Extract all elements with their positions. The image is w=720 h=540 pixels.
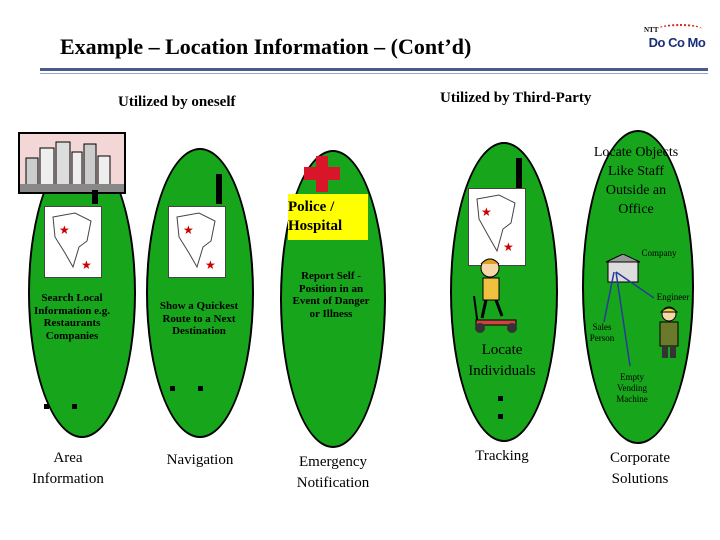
oval-area-information [28, 148, 136, 438]
child-on-scooter-icon [473, 258, 517, 333]
map-image: ★ ★ [44, 206, 102, 278]
label-vending-machine: Empty Vending Machine [616, 372, 648, 404]
engineer-image [652, 304, 686, 360]
connector [216, 174, 222, 204]
map-icon: ★ ★ [476, 194, 516, 254]
docomo-logo: NTT Do Co Mo [640, 20, 714, 64]
company-building-image [604, 253, 644, 284]
svg-text:★: ★ [81, 258, 92, 272]
red-cross-icon-bar [304, 167, 340, 180]
desc-area: Search Local Information e.g. Restaurant… [33, 292, 111, 342]
title-rule [40, 68, 708, 71]
city-skyline-image [18, 132, 126, 194]
desc-emergency: Report Self -Position in an Event of Dan… [292, 270, 370, 320]
ellipsis-dot [44, 404, 49, 409]
svg-text:★: ★ [59, 223, 70, 237]
label-tracking: Tracking [475, 448, 529, 464]
svg-text:★: ★ [481, 205, 492, 219]
svg-text:★: ★ [205, 258, 216, 272]
ellipsis-dot [198, 386, 203, 391]
police-hospital-tag: Police / Hospital [288, 194, 368, 240]
ellipsis-dot [72, 404, 77, 409]
label-sales-person: Sales Person [589, 322, 615, 343]
map-image: ★ ★ [168, 206, 226, 278]
ellipsis-dot [498, 414, 503, 419]
connector [92, 190, 98, 204]
child-scooter-image [466, 256, 530, 336]
logo-arc [658, 24, 702, 34]
building-icon [605, 253, 641, 283]
label-company: Company [641, 248, 677, 258]
logo-ntt: NTT [644, 26, 659, 34]
header-third-party: Utilized by Third-Party [440, 90, 592, 106]
label-engineer: Engineer [656, 292, 690, 302]
desc-corporate: Locate Objects Like Staff Outside an Off… [593, 145, 679, 217]
svg-text:★: ★ [503, 240, 514, 254]
desc-tracking: Locate Individuals [468, 342, 536, 379]
desc-navigation: Show a Quickest Route to a Next Destinat… [159, 300, 239, 338]
svg-text:★: ★ [183, 223, 194, 237]
label-corporate-solutions: Corporate Solutions [610, 450, 670, 487]
label-navigation: Navigation [166, 452, 234, 468]
title-rule-thin [40, 73, 708, 74]
corporate-connector-lines [603, 271, 655, 367]
label-emergency: Emergency Notification [296, 454, 370, 491]
ellipsis-dot [170, 386, 175, 391]
map-icon: ★ ★ [176, 212, 216, 272]
ellipsis-dot [498, 396, 503, 401]
connector [516, 158, 522, 192]
map-icon: ★ ★ [52, 212, 92, 272]
worker-icon [659, 306, 679, 358]
label-area-information: Area Information [32, 450, 104, 487]
map-image: ★ ★ [468, 188, 526, 266]
logo-mark: Do Co Mo [648, 34, 706, 50]
header-oneself: Utilized by oneself [118, 94, 236, 110]
city-skyline-icon [20, 134, 124, 192]
slide-title: Example – Location Information – (Cont’d… [60, 34, 472, 59]
oval-navigation [146, 148, 254, 438]
